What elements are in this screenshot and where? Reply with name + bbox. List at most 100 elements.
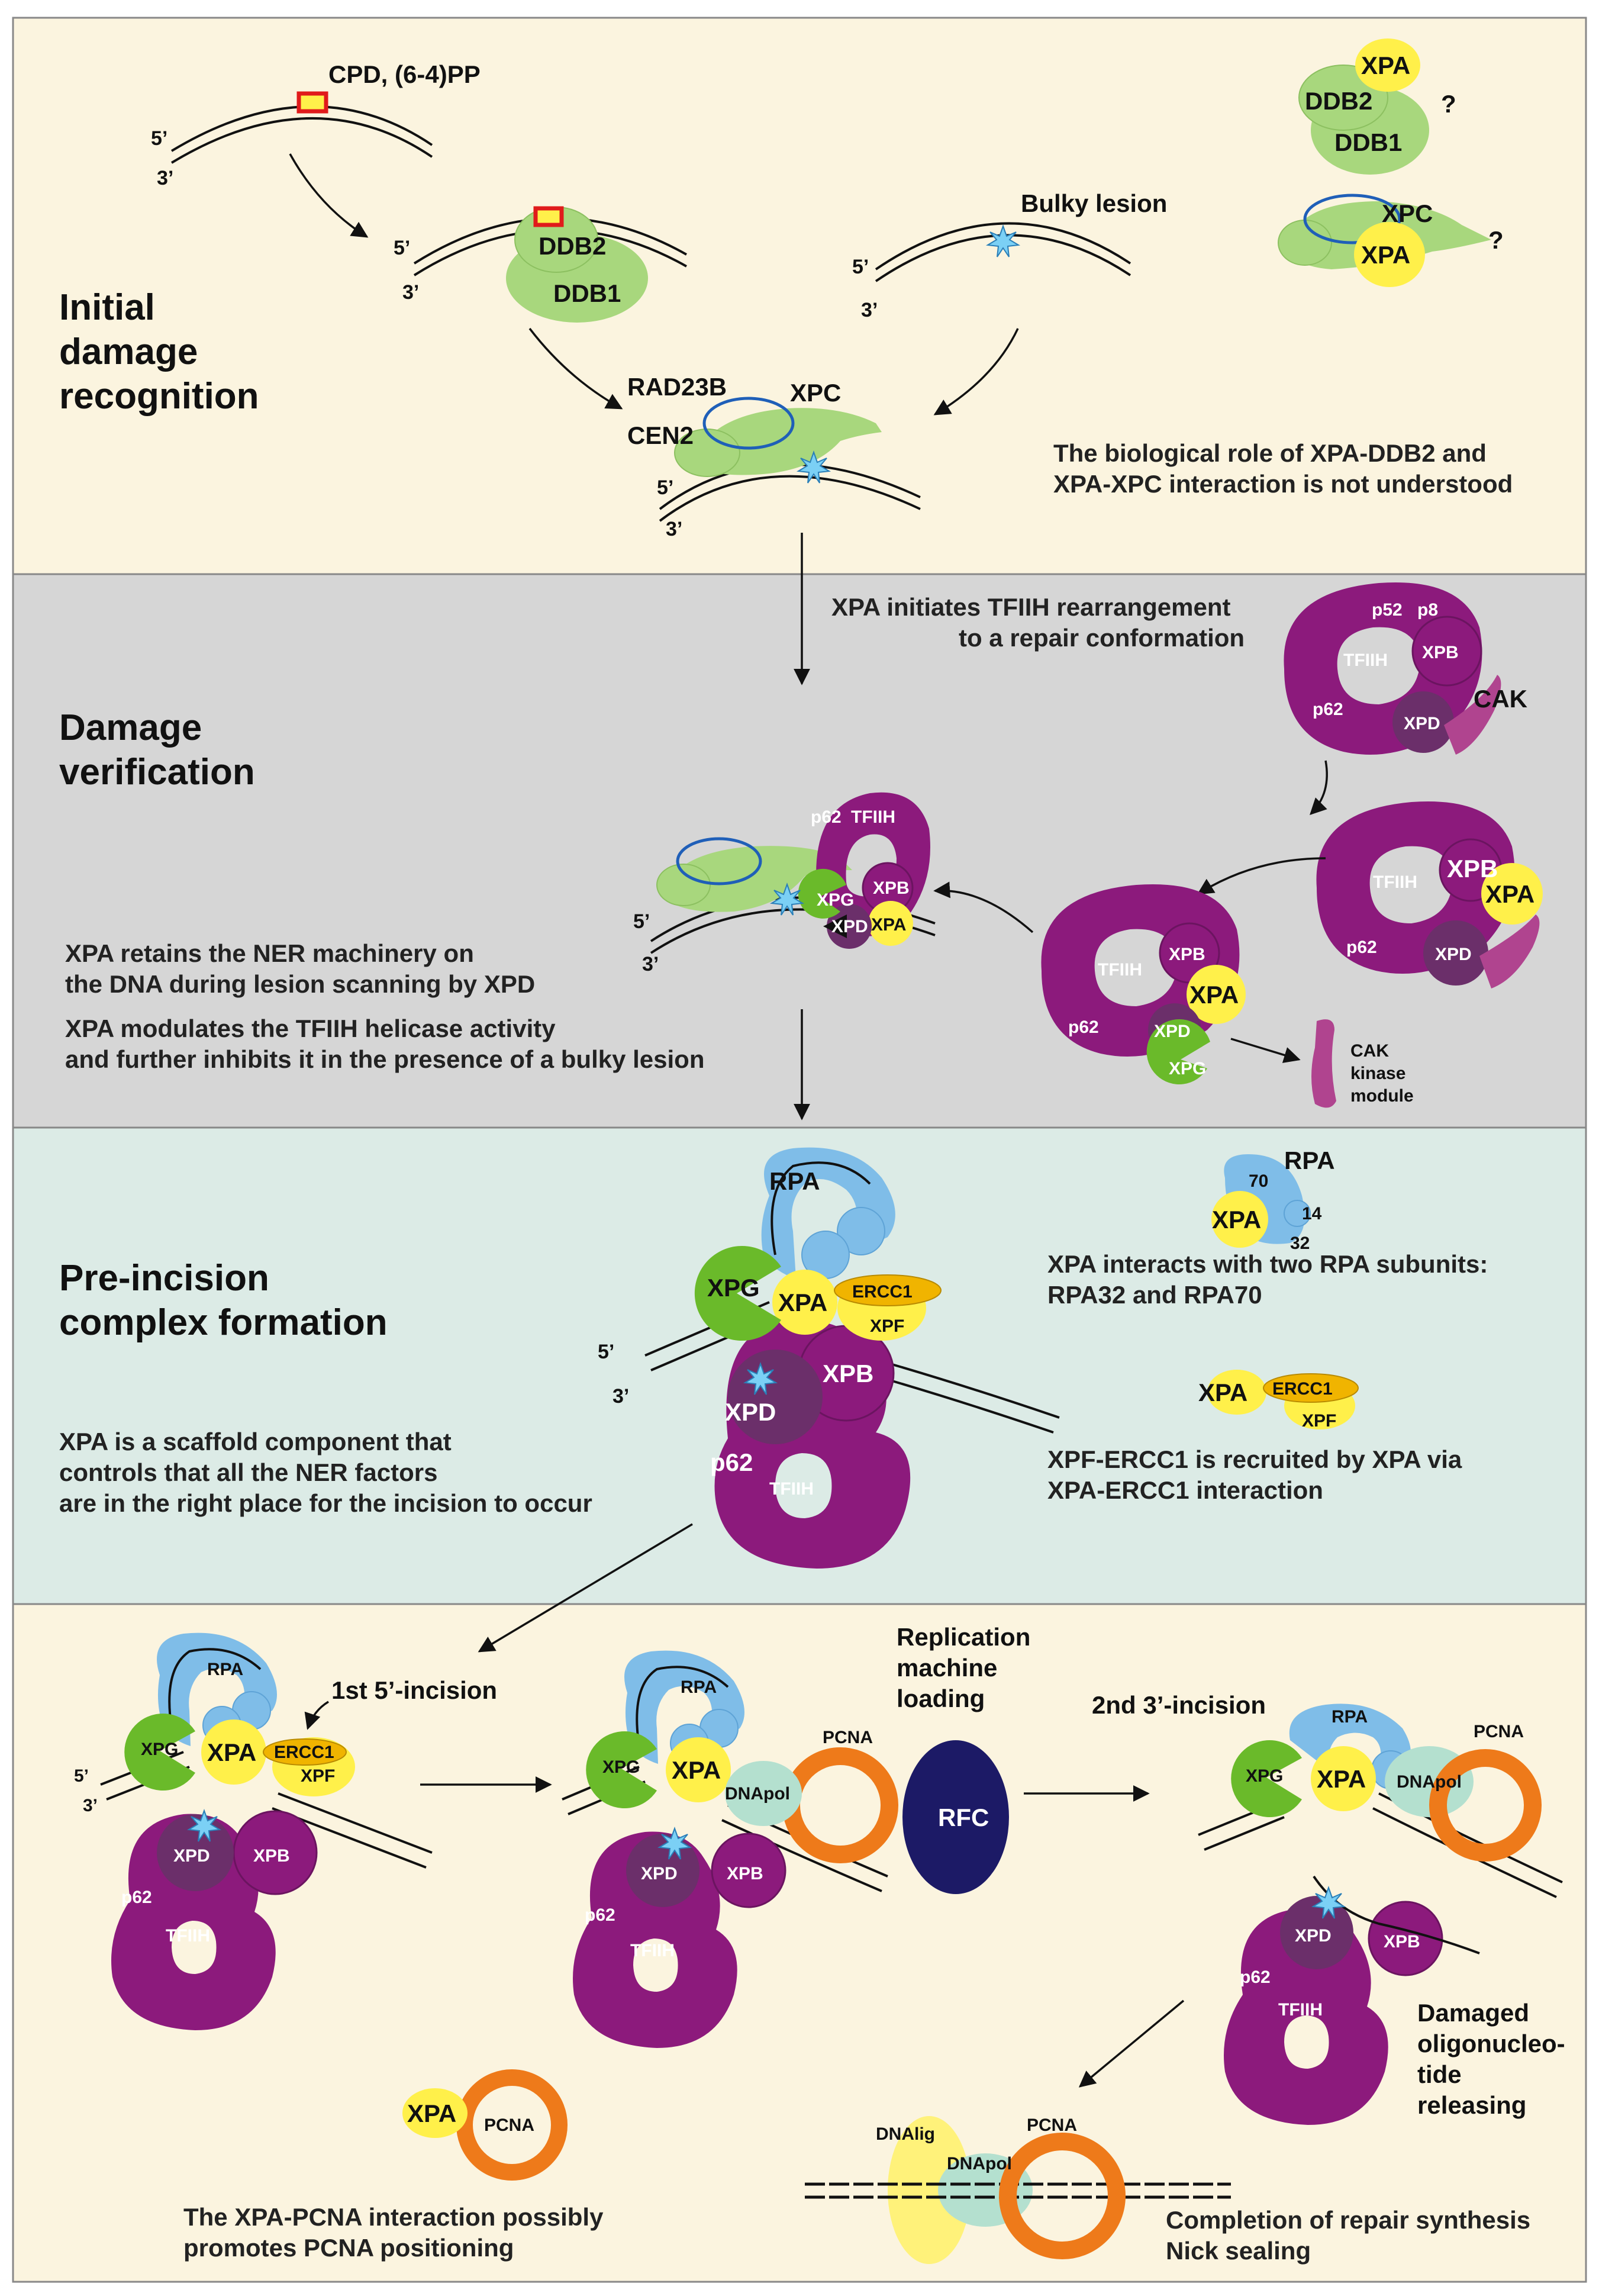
replication-loading-complex: RPA XPG XPA DNApol PCNA RFC XPB XPD p62 …	[562, 1623, 1030, 2048]
xpa-shape	[1211, 1191, 1268, 1248]
completion-desc: Completion of repair synthesis Nick seal…	[1166, 2206, 1530, 2265]
xpd-label: XPD	[725, 1398, 776, 1426]
xpg-shape	[798, 868, 846, 919]
dnalig-shape	[888, 2116, 971, 2264]
preincision-title: Pre-incision complex formation	[59, 1258, 388, 1343]
damaged-label-line: tide	[1417, 2060, 1462, 2088]
arrow-cak-release	[1230, 1038, 1301, 1063]
verification-desc-line: to a repair conformation	[959, 624, 1245, 652]
arrow-to-completion	[1078, 1999, 1185, 2088]
preincision-title-line: Pre-incision	[59, 1258, 269, 1299]
xpd-label: XPD	[173, 1846, 210, 1866]
recognition-title-line: damage	[59, 331, 198, 372]
incision2-complex: RPA XPG XPA DNApol PCNA XPB XPD p62 TFII…	[1092, 1691, 1563, 2125]
strand-3-label: 3’	[642, 953, 659, 975]
xpa-label: XPA	[1212, 1206, 1261, 1234]
xpb-shape	[1368, 1901, 1443, 1976]
xpa-shape	[1481, 863, 1543, 925]
recognition-desc: The biological role of XPA-DDB2 and XPA-…	[1053, 439, 1513, 498]
tfiih-label: TFIIH	[851, 807, 895, 827]
xpg-label: XPG	[602, 1757, 640, 1777]
rpa-shape	[157, 1632, 277, 1746]
pcna-desc-line: The XPA-PCNA interaction possibly	[183, 2203, 604, 2231]
xpf-label: XPF	[870, 1316, 904, 1336]
xpg-shape	[124, 1713, 195, 1791]
question-mark: ?	[1488, 226, 1504, 254]
xpa-shape	[868, 901, 913, 946]
p52-label: p52	[1372, 600, 1403, 620]
rpa-subunit-shape	[837, 1207, 885, 1255]
incision1-complex: RPA XPG XPA ERCC1 XPF XPB XPD p62 TFIIH …	[74, 1632, 497, 2030]
xpd-label: XPD	[641, 1864, 678, 1883]
arrow-bulky-to-xpc	[933, 328, 1019, 416]
rpa-label: RPA	[1332, 1707, 1368, 1727]
xpd-shape	[1392, 691, 1454, 753]
cak-module-label: module	[1350, 1086, 1414, 1106]
cak-label: CAK	[1474, 685, 1527, 713]
xpc-label: XPC	[1382, 199, 1433, 227]
p8-label: p8	[1417, 600, 1438, 620]
xpa-label: XPA	[207, 1738, 256, 1766]
p62-label: p62	[1313, 700, 1343, 719]
strand-3-label: 3’	[157, 167, 173, 189]
xpd-label: XPD	[1295, 1926, 1332, 1946]
tfiih-label: TFIIH	[166, 1926, 210, 1946]
xpa-shape	[666, 1737, 731, 1802]
xpb-label: XPB	[1447, 855, 1498, 883]
dnalig-label: DNAlig	[876, 2124, 935, 2144]
preincision-desc-line: XPA is a scaffold component that	[59, 1428, 452, 1455]
xpc-complex: RAD23B XPC CEN2 5’ 3’	[627, 373, 921, 540]
replication-label: machine	[897, 1654, 997, 1682]
strand-3-label: 3’	[83, 1796, 98, 1815]
cak-module: CAK kinase module	[1311, 1019, 1414, 1108]
completion-complex: DNAlig DNApol PCNA	[805, 2115, 1231, 2264]
xpd-label: XPD	[1404, 714, 1440, 733]
verification-title: Damage verification	[59, 707, 255, 793]
verification-desc-line: XPA retains the NER machinery on	[65, 939, 474, 967]
verification-desc-left: XPA retains the NER machinery on the DNA…	[65, 939, 705, 1073]
xpb-shape	[1411, 616, 1482, 687]
preincision-desc-line: RPA32 and RPA70	[1047, 1281, 1262, 1309]
p62-label: p62	[1346, 938, 1377, 957]
rpa-label: RPA	[681, 1677, 717, 1697]
xpb-shape	[711, 1833, 786, 1908]
cpd-lesion-box	[296, 91, 328, 114]
pcna-shape	[999, 2133, 1126, 2259]
verification-desc-line: and further inhibits it in the presence …	[65, 1045, 705, 1073]
xpb-label: XPB	[873, 878, 910, 898]
xpb-label: XPB	[1384, 1932, 1420, 1952]
ercc1-label: ERCC1	[852, 1282, 913, 1302]
xpg-shape	[694, 1246, 781, 1341]
verification-desc-line: XPA modulates the TFIIH helicase activit…	[65, 1015, 556, 1042]
cen2-shape	[674, 429, 740, 477]
cak-shape	[1479, 914, 1540, 988]
cen2-shape	[656, 864, 711, 906]
tfiih-label: TFIIH	[769, 1479, 814, 1499]
ddb2-label: DDB2	[1305, 87, 1372, 115]
xpd-shape	[157, 1814, 234, 1891]
rpa-shape	[624, 1650, 744, 1764]
xpg-label: XPG	[707, 1274, 760, 1302]
incision1-pointer	[304, 1701, 329, 1730]
rfc-label: RFC	[938, 1804, 989, 1831]
xpd-label: XPD	[831, 917, 868, 936]
preincision-desc-line: controls that all the NER factors	[59, 1458, 437, 1486]
xpb-label: XPB	[823, 1360, 873, 1387]
rpa14-label: 14	[1302, 1204, 1322, 1223]
cak-module-label: CAK	[1350, 1041, 1389, 1061]
p62-label: p62	[585, 1905, 615, 1925]
xpa-shape	[1354, 222, 1425, 287]
xpa-shape	[1207, 1370, 1266, 1415]
pcna-label: PCNA	[1474, 1722, 1524, 1741]
damaged-label-line: releasing	[1417, 2091, 1526, 2119]
strand-3-label: 3’	[612, 1385, 629, 1408]
xpg-label: XPG	[1169, 1059, 1206, 1078]
xpa-shape	[1187, 965, 1246, 1024]
dna-cpd: CPD, (6-4)PP 5’ 3’	[151, 60, 481, 189]
damaged-label-line: Damaged	[1417, 1999, 1529, 2027]
tfiih-label: TFIIH	[1098, 960, 1142, 980]
cak-module-shape	[1311, 1019, 1336, 1108]
dna-bulky: Bulky lesion 5’ 3’	[852, 189, 1167, 321]
tfiih-with-xpa-xpg: TFIIH XPB XPA p62 XPD XPG	[1041, 884, 1246, 1084]
recognition-title: Initial damage recognition	[59, 287, 259, 417]
